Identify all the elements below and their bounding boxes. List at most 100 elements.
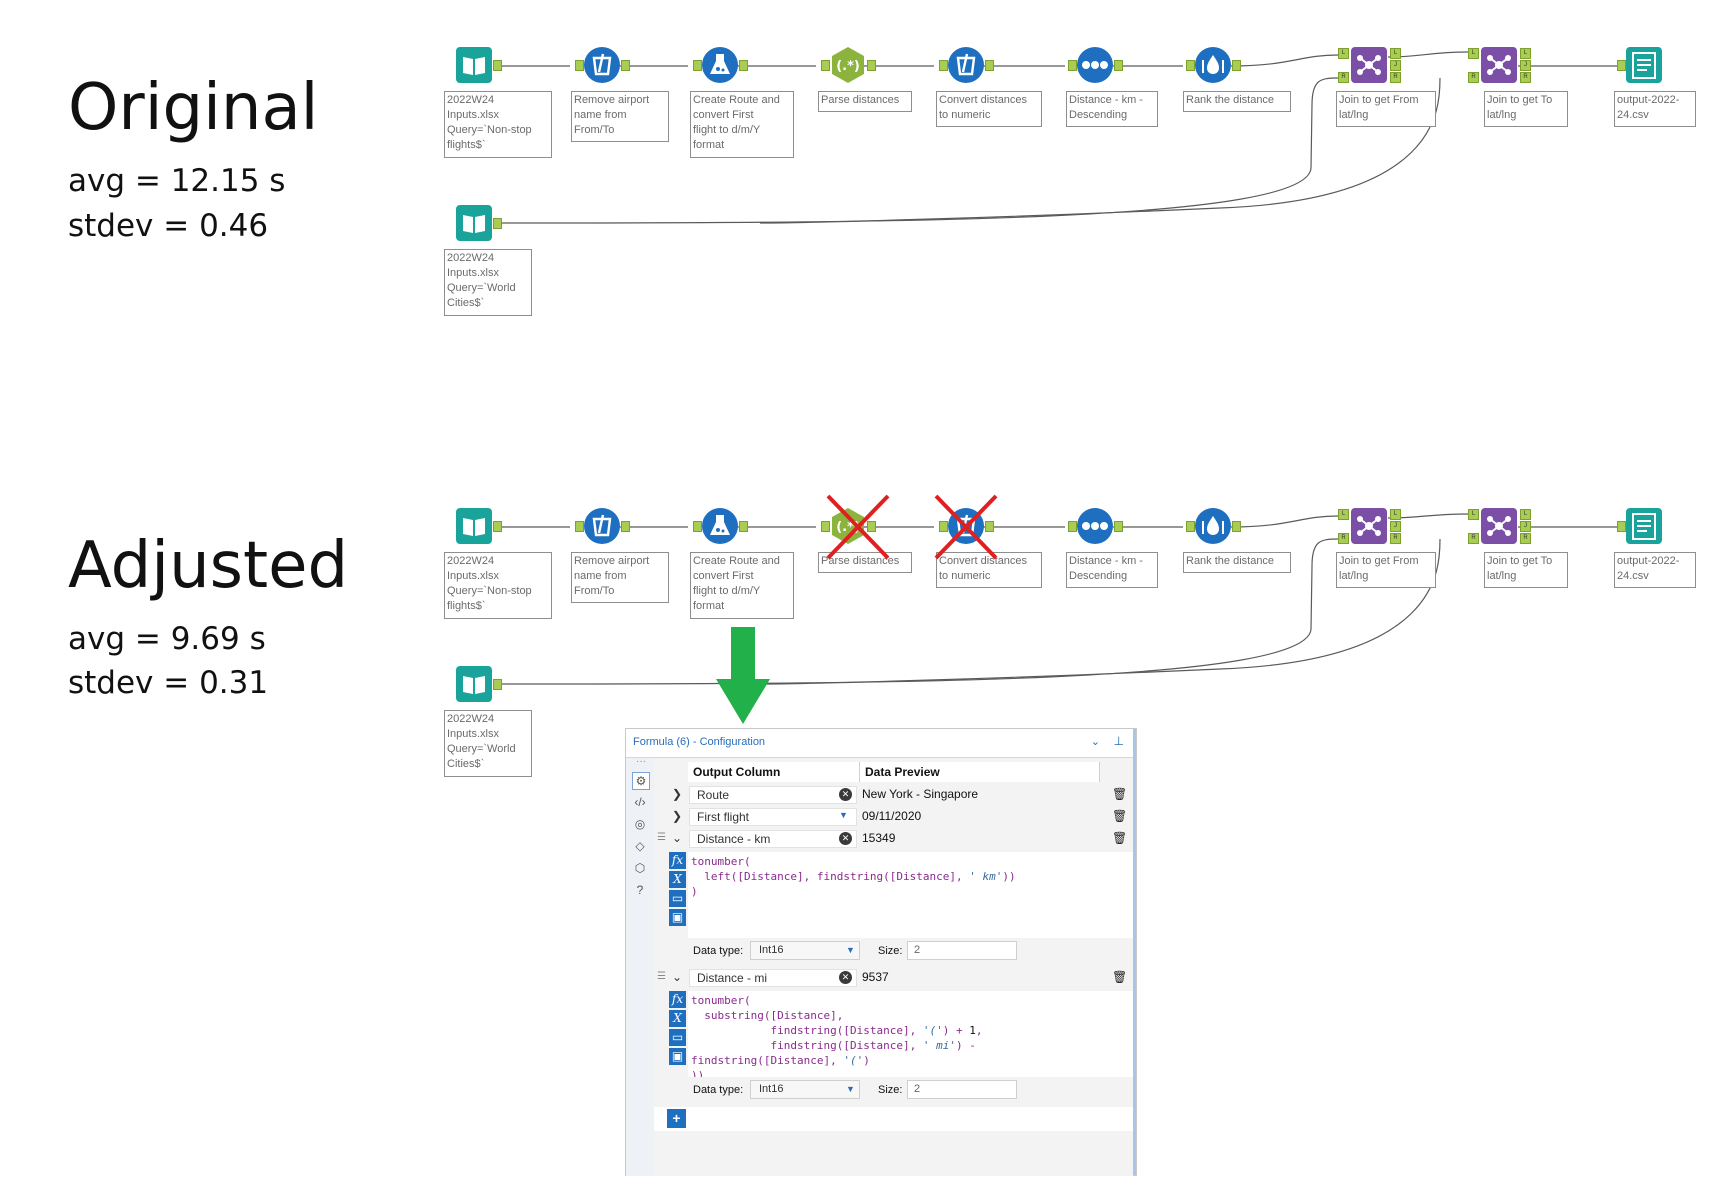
join-left-anchor[interactable]: L — [1338, 48, 1349, 59]
join-left-anchor[interactable]: L — [1468, 48, 1479, 59]
panel-scrollbar[interactable] — [1133, 729, 1136, 1175]
output-tool-adj[interactable] — [1617, 507, 1669, 551]
join-joined-output[interactable]: J — [1390, 60, 1401, 71]
join-joined-output[interactable]: J — [1390, 521, 1401, 532]
output-anchor[interactable] — [985, 60, 994, 71]
rank-tool[interactable] — [1186, 46, 1241, 90]
input-cities-tool[interactable] — [455, 204, 502, 248]
dropdown-arrow-icon[interactable]: ▼ — [846, 945, 855, 955]
input-anchor[interactable] — [1186, 521, 1195, 532]
select-tool-2[interactable] — [939, 46, 994, 90]
join-right-anchor[interactable]: R — [1468, 72, 1479, 83]
input-anchor[interactable] — [575, 521, 584, 532]
join-from-tool[interactable]: L R L J R — [1338, 46, 1401, 90]
regex-tool[interactable]: (.*) — [821, 46, 876, 90]
input-anchor[interactable] — [1068, 60, 1077, 71]
output-anchor[interactable] — [739, 60, 748, 71]
join-joined-output[interactable]: J — [1520, 60, 1531, 71]
save-icon[interactable]: ▣ — [669, 909, 686, 926]
gear-icon[interactable]: ⚙ — [632, 772, 650, 790]
datatype-select[interactable]: Int16 — [750, 941, 860, 960]
join-right-output[interactable]: R — [1520, 72, 1531, 83]
select-tool[interactable] — [575, 46, 630, 90]
input-anchor[interactable] — [939, 521, 948, 532]
input-anchor[interactable] — [693, 521, 702, 532]
fx-icon[interactable]: fx — [669, 991, 686, 1008]
chevron-down-icon[interactable]: ⌄ — [1090, 736, 1100, 748]
open-folder-icon[interactable]: ▭ — [669, 1029, 686, 1046]
output-anchor[interactable] — [1232, 60, 1241, 71]
join-left-output[interactable]: L — [1520, 509, 1531, 520]
formula-row[interactable]: ❯ Route ✕ New York - Singapore 🗑 — [654, 784, 1133, 806]
join-left-output[interactable]: L — [1390, 48, 1401, 59]
variable-icon[interactable]: X — [669, 871, 686, 888]
output-anchor[interactable] — [739, 521, 748, 532]
output-column-field[interactable]: Route — [689, 786, 857, 804]
output-anchor[interactable] — [867, 60, 876, 71]
formula-tool-adj[interactable] — [693, 507, 748, 551]
input-anchor[interactable] — [821, 521, 830, 532]
join-right-anchor[interactable]: R — [1468, 533, 1479, 544]
formula-row[interactable]: ☰ ⌄ Distance - mi ✕ 9537 🗑 — [654, 967, 1133, 989]
save-icon[interactable]: ▣ — [669, 1048, 686, 1065]
output-anchor[interactable] — [621, 60, 630, 71]
join-right-anchor[interactable]: R — [1338, 533, 1349, 544]
variable-icon[interactable]: X — [669, 1010, 686, 1027]
regex-tool-adj[interactable]: (.*) — [821, 507, 876, 551]
input-anchor[interactable] — [939, 60, 948, 71]
formula-row[interactable]: ❯ First flight ▼ 09/11/2020 🗑 — [654, 806, 1133, 828]
clear-icon[interactable]: ✕ — [839, 788, 852, 801]
output-anchor[interactable] — [1114, 60, 1123, 71]
expression-editor-km[interactable]: tonumber( left([Distance], findstring([D… — [688, 852, 1133, 938]
join-right-output[interactable]: R — [1390, 72, 1401, 83]
input-anchor[interactable] — [1068, 521, 1077, 532]
clear-icon[interactable]: ✕ — [839, 971, 852, 984]
dropdown-arrow-icon[interactable]: ▼ — [846, 1084, 855, 1094]
formula-tool[interactable] — [693, 46, 748, 90]
size-input[interactable]: 2 — [907, 1080, 1017, 1099]
input-nonstop-tool-adj[interactable] — [455, 507, 502, 551]
output-anchor[interactable] — [493, 60, 502, 71]
formula-row[interactable]: ☰ ⌄ Distance - km ✕ 15349 🗑 — [654, 828, 1133, 850]
compass-icon[interactable]: ◎ — [634, 817, 646, 831]
expression-editor-mi[interactable]: tonumber( substring([Distance], findstri… — [688, 991, 1133, 1082]
output-anchor[interactable] — [493, 521, 502, 532]
code-icon[interactable]: ‹/› — [634, 795, 646, 809]
join-joined-output[interactable]: J — [1520, 521, 1531, 532]
dropdown-arrow-icon[interactable]: ▼ — [839, 810, 848, 820]
input-anchor[interactable] — [575, 60, 584, 71]
output-anchor[interactable] — [1232, 521, 1241, 532]
chevron-down-icon[interactable]: ⌄ — [672, 970, 683, 984]
trash-icon[interactable]: 🗑 — [1112, 970, 1128, 984]
input-anchor[interactable] — [1617, 521, 1626, 532]
input-anchor[interactable] — [1186, 60, 1195, 71]
join-to-tool-adj[interactable]: L R L J R — [1468, 507, 1531, 551]
join-right-anchor[interactable]: R — [1338, 72, 1349, 83]
trash-icon[interactable]: 🗑 — [1112, 809, 1128, 823]
output-anchor[interactable] — [985, 521, 994, 532]
datatype-select[interactable]: Int16 — [750, 1080, 860, 1099]
chevron-right-icon[interactable]: ❯ — [672, 809, 683, 823]
open-folder-icon[interactable]: ▭ — [669, 890, 686, 907]
join-left-output[interactable]: L — [1520, 48, 1531, 59]
chevron-right-icon[interactable]: ❯ — [672, 787, 683, 801]
join-to-tool[interactable]: L R L J R — [1468, 46, 1531, 90]
drag-handle-icon[interactable]: ☰ — [657, 971, 666, 982]
tag-icon[interactable]: ◇ — [635, 839, 645, 853]
input-cities-tool-adj[interactable] — [455, 665, 502, 709]
input-nonstop-tool[interactable] — [455, 46, 502, 90]
join-right-output[interactable]: R — [1390, 533, 1401, 544]
fx-icon[interactable]: fx — [669, 852, 686, 869]
output-anchor[interactable] — [493, 218, 502, 229]
input-anchor[interactable] — [693, 60, 702, 71]
add-formula-button[interactable]: + — [667, 1109, 686, 1128]
output-column-field[interactable]: Distance - mi — [689, 969, 857, 987]
clear-icon[interactable]: ✕ — [839, 832, 852, 845]
help-icon[interactable]: ? — [636, 883, 644, 897]
join-left-output[interactable]: L — [1390, 509, 1401, 520]
output-anchor[interactable] — [1114, 521, 1123, 532]
pin-icon[interactable]: ⊥ — [1113, 734, 1124, 748]
join-from-tool-adj[interactable]: L R L J R — [1338, 507, 1401, 551]
output-anchor[interactable] — [621, 521, 630, 532]
join-right-output[interactable]: R — [1520, 533, 1531, 544]
